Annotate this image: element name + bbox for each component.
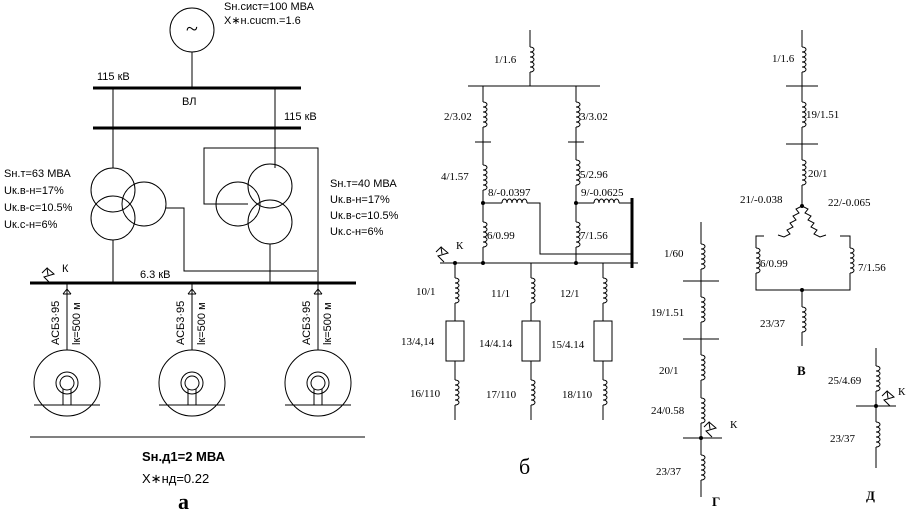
t1-line-4: Uк.с-н=6% xyxy=(4,219,58,231)
b-e6-label: 6/0.99 xyxy=(487,230,515,242)
t2-line-4: Uк.с-н=6% xyxy=(330,226,384,238)
b-e3-label: 3/3.02 xyxy=(580,111,608,123)
scheme-a: ~ Sн.сист=100 МВА X∗н.cucm.=1.6 115 кВ В… xyxy=(4,1,399,512)
scheme-b: 1/1.6 2/3.02 4/1.57 6/0.99 8/-0.0397 3/3… xyxy=(401,30,638,479)
g-e20-label: 20/1 xyxy=(659,365,679,377)
t1-line-1: Sн.т=63 МВА xyxy=(4,168,71,180)
generator-icon: ~ xyxy=(169,7,215,53)
line-label: ВЛ xyxy=(182,96,196,108)
b-e12-label: 12/1 xyxy=(560,288,580,300)
b-e7-label: 7/1.56 xyxy=(580,230,608,242)
b-e4-label: 4/1.57 xyxy=(441,171,469,183)
b-e10-label: 10/1 xyxy=(416,286,436,298)
feeder-3: АСБ3·95 lк=500 м xyxy=(284,283,352,417)
transformer-2-icon xyxy=(203,128,319,283)
b-e15-label: 15/4.14 xyxy=(551,339,585,351)
feeder-1-cable-type: АСБ3·95 xyxy=(50,301,62,345)
fault-label-a: К xyxy=(62,263,69,275)
g-e19-label: 19/1.51 xyxy=(651,307,684,319)
scheme-g: 1/60 19/1.51 20/1 24/0.58 К 23/37 Г xyxy=(651,222,738,509)
v-e1-label: 1/1.6 xyxy=(772,53,795,65)
b-motor-branch-2: 11/1 14/4.14 17/110 xyxy=(479,263,541,420)
v-e21-label: 21/-0.038 xyxy=(740,194,783,206)
letter-d: Д xyxy=(866,488,875,503)
motor-2-icon xyxy=(158,349,226,417)
motor-1-icon xyxy=(33,349,101,417)
transformer-1-icon xyxy=(90,128,317,283)
t1-line-2: Uк.в-н=17% xyxy=(4,185,64,197)
v-e23-label: 23/37 xyxy=(760,318,786,330)
g-e23-label: 23/37 xyxy=(656,466,682,478)
generator-symbol: ~ xyxy=(186,16,198,41)
letter-g: Г xyxy=(712,494,720,509)
feeder-1-cable-length: lк=500 м xyxy=(71,302,83,345)
b-e9-label: 9/-0.0625 xyxy=(581,187,624,199)
b-e18-label: 18/110 xyxy=(562,389,593,401)
t2-line-1: Sн.т=40 МВА xyxy=(330,178,397,190)
bus-6kv-label: 6.3 кВ xyxy=(140,269,171,281)
v-e19-label: 19/1.51 xyxy=(806,109,839,121)
b-e17-label: 17/110 xyxy=(486,389,517,401)
g-fault-label: К xyxy=(730,419,738,431)
motor-reactance-label: X∗нд=0.22 xyxy=(142,471,209,486)
b-e16-label: 16/110 xyxy=(410,388,441,400)
t1-line-3: Uк.в-с=10.5% xyxy=(4,202,73,214)
d-e25-label: 25/4.69 xyxy=(828,375,862,387)
v-e22-label: 22/-0.065 xyxy=(828,197,871,209)
feeder-3-cable-length: lк=500 м xyxy=(322,302,334,345)
motor-3-icon xyxy=(284,349,352,417)
t2-line-2: Uк.в-н=17% xyxy=(330,194,390,206)
feeder-2-cable-type: АСБ3·95 xyxy=(175,301,187,345)
b-fault-arrow-icon xyxy=(435,246,449,263)
d-fault-arrow-icon xyxy=(881,390,895,407)
d-e23-label: 23/37 xyxy=(830,433,856,445)
feeder-1: АСБ3·95 lк=500 м xyxy=(33,283,101,417)
b-fault-label: К xyxy=(456,240,464,252)
letter-v: В xyxy=(797,363,806,378)
b-motor-branch-1: 10/1 13/4,14 16/110 xyxy=(401,263,465,420)
d-fault-label: К xyxy=(898,386,906,398)
b-motor-branch-3: 12/1 15/4.14 18/110 xyxy=(551,263,613,420)
letter-b: б xyxy=(519,454,530,479)
b-e1-label: 1/1.6 xyxy=(494,54,517,66)
g-fault-arrow-icon xyxy=(703,421,717,438)
bus-115kv-left-label: 115 кВ xyxy=(97,71,130,83)
v-e6-label: 6/0.99 xyxy=(760,258,788,270)
v-e7-label: 7/1.56 xyxy=(858,262,886,274)
b-e14-label: 14/4.14 xyxy=(479,338,513,350)
b-e11-label: 11/1 xyxy=(491,288,510,300)
b-e5-label: 5/2.96 xyxy=(580,169,608,181)
source-reactance-label: X∗н.cucm.=1.6 xyxy=(224,15,301,27)
feeder-2: АСБ3·95 lк=500 м xyxy=(158,283,226,417)
b-e8-label: 8/-0.0397 xyxy=(488,187,531,199)
letter-a: а xyxy=(178,489,189,512)
scheme-v: 1/1.6 19/1.51 20/1 21/-0.038 22/-0.065 6… xyxy=(740,30,886,378)
b-e13-label: 13/4,14 xyxy=(401,336,435,348)
bus-115kv-right-label: 115 кВ xyxy=(284,111,317,123)
fault-arrow-icon xyxy=(41,267,55,284)
g-e1-label: 1/60 xyxy=(664,248,684,260)
feeder-2-cable-length: lк=500 м xyxy=(196,302,208,345)
g-e24-label: 24/0.58 xyxy=(651,405,685,417)
feeder-3-cable-type: АСБ3·95 xyxy=(301,301,313,345)
t2-line-3: Uк.в-с=10.5% xyxy=(330,210,399,222)
b-e2-label: 2/3.02 xyxy=(444,111,472,123)
motor-power-label: Sн.д1=2 МВА xyxy=(142,449,226,464)
scheme-d: 25/4.69 К 23/37 Д xyxy=(828,348,906,503)
v-e20-label: 20/1 xyxy=(808,168,828,180)
source-power-label: Sн.сист=100 МВА xyxy=(224,1,315,13)
